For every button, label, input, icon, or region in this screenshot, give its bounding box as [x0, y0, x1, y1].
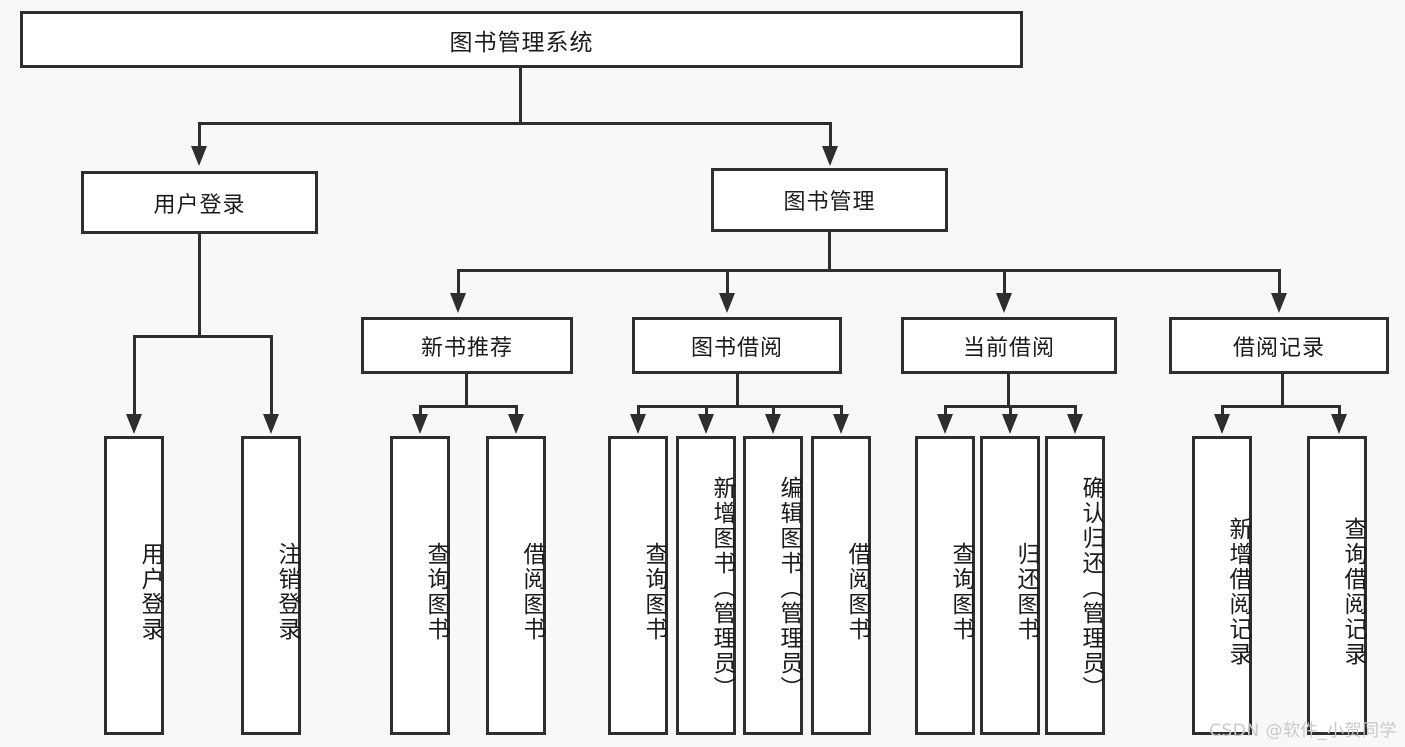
- node-label: 图书管理系统: [449, 29, 594, 56]
- node-label: 新增图书（管理员）: [709, 476, 735, 701]
- edge-book-borrow-to-leaf-3: [772, 405, 775, 416]
- arrowhead-book-borrow-leaf-3: [765, 414, 781, 434]
- edge-book-borrow-to-leaf-1: [637, 405, 640, 416]
- edge-borrow-record-bus: [1221, 405, 1341, 408]
- edge-to-borrow-record: [1278, 269, 1281, 295]
- edge-user-login-to-leaf-2: [270, 335, 273, 416]
- node-label: 借阅记录: [1232, 335, 1325, 361]
- edge-user-login-to-leaf-1: [133, 335, 136, 416]
- leaf-add-borrow-record[interactable]: 新增借阅记录: [1192, 436, 1252, 735]
- edge-user-login-stem: [198, 234, 201, 335]
- edge-current-borrow-to-leaf-3: [1074, 405, 1077, 416]
- arrowhead-to-book-mgmt: [822, 146, 838, 166]
- edge-root-to-user-login: [198, 122, 201, 148]
- node-label: 注销登录: [274, 541, 300, 642]
- edge-current-borrow-to-leaf-1: [944, 405, 947, 416]
- arrowhead-borrow-record-leaf-2: [1331, 414, 1347, 434]
- leaf-query-borrow-record[interactable]: 查询借阅记录: [1307, 436, 1367, 735]
- node-label: 新书推荐: [420, 335, 513, 361]
- edge-root-bus: [198, 122, 832, 125]
- leaf-logout[interactable]: 注销登录: [241, 436, 301, 735]
- node-label: 借阅图书: [844, 541, 870, 642]
- node-book-management[interactable]: 图书管理: [711, 168, 948, 232]
- leaf-query-book-borrow[interactable]: 查询图书: [608, 436, 668, 735]
- edge-book-mgmt-bus: [457, 269, 1281, 272]
- arrowhead-new-book-leaf-1: [412, 414, 428, 434]
- edge-new-book-bus: [419, 405, 518, 408]
- arrowhead-current-borrow-leaf-3: [1067, 414, 1083, 434]
- arrowhead-to-book-borrow: [719, 293, 735, 313]
- leaf-query-book-current[interactable]: 查询图书: [915, 436, 975, 735]
- arrowhead-to-current-borrow: [996, 293, 1012, 313]
- edge-current-borrow-stem: [1007, 374, 1010, 406]
- leaf-borrow-book-newbook[interactable]: 借阅图书: [486, 436, 546, 735]
- node-label: 查询图书: [641, 541, 667, 642]
- edge-new-book-to-leaf-2: [515, 405, 518, 416]
- leaf-query-book-newbook[interactable]: 查询图书: [390, 436, 450, 735]
- leaf-edit-book-admin[interactable]: 编辑图书（管理员）: [743, 436, 803, 735]
- node-label: 新增借阅记录: [1225, 516, 1251, 667]
- node-label: 当前借阅: [962, 335, 1055, 361]
- node-label: 查询图书: [948, 541, 974, 642]
- node-root-library-system[interactable]: 图书管理系统: [20, 11, 1023, 68]
- edge-book-borrow-bus: [637, 405, 843, 408]
- edge-book-mgmt-stem: [828, 232, 831, 272]
- edge-root-to-book-mgmt: [829, 122, 832, 148]
- watermark-text: CSDN @软件_小贺同学: [1209, 721, 1397, 741]
- edge-book-borrow-stem: [736, 374, 739, 406]
- edge-user-login-bus: [133, 335, 273, 338]
- edge-to-current-borrow: [1003, 269, 1006, 295]
- node-current-borrow[interactable]: 当前借阅: [901, 317, 1117, 374]
- leaf-user-login[interactable]: 用户登录: [104, 436, 164, 735]
- node-label: 图书管理: [783, 190, 876, 215]
- arrowhead-book-borrow-leaf-4: [833, 414, 849, 434]
- arrowhead-current-borrow-leaf-1: [937, 414, 953, 434]
- edge-to-new-book: [457, 269, 460, 295]
- arrowhead-user-login-leaf-2: [263, 414, 279, 434]
- node-label: 用户登录: [153, 192, 246, 218]
- arrowhead-book-borrow-leaf-2: [698, 414, 714, 434]
- node-label: 查询图书: [423, 541, 449, 642]
- node-borrow-record[interactable]: 借阅记录: [1169, 317, 1389, 374]
- arrowhead-new-book-leaf-2: [508, 414, 524, 434]
- node-label: 用户登录: [137, 541, 163, 642]
- edge-borrow-record-stem: [1281, 374, 1284, 406]
- edge-book-borrow-to-leaf-2: [705, 405, 708, 416]
- arrowhead-user-login-leaf-1: [126, 414, 142, 434]
- edge-to-book-borrow: [726, 269, 729, 295]
- edge-borrow-record-to-leaf-2: [1338, 405, 1341, 416]
- node-label: 归还图书: [1013, 541, 1039, 642]
- arrowhead-to-user-login: [191, 146, 207, 166]
- edge-current-borrow-to-leaf-2: [1009, 405, 1012, 416]
- leaf-confirm-return-admin[interactable]: 确认归还（管理员）: [1045, 436, 1105, 735]
- edge-new-book-stem: [465, 374, 468, 406]
- edge-root-stem: [519, 68, 522, 122]
- leaf-add-book-admin[interactable]: 新增图书（管理员）: [676, 436, 736, 735]
- node-new-book-recommend[interactable]: 新书推荐: [361, 317, 573, 374]
- node-label: 查询借阅记录: [1340, 516, 1366, 667]
- edge-book-borrow-to-leaf-4: [840, 405, 843, 416]
- node-user-login[interactable]: 用户登录: [81, 171, 318, 234]
- arrowhead-book-borrow-leaf-1: [630, 414, 646, 434]
- leaf-borrow-book[interactable]: 借阅图书: [811, 436, 871, 735]
- node-label: 图书借阅: [690, 335, 783, 361]
- arrowhead-borrow-record-leaf-1: [1214, 414, 1230, 434]
- arrowhead-current-borrow-leaf-2: [1002, 414, 1018, 434]
- arrowhead-to-new-book: [450, 293, 466, 313]
- edge-borrow-record-to-leaf-1: [1221, 405, 1224, 416]
- node-label: 借阅图书: [519, 541, 545, 642]
- node-label: 确认归还（管理员）: [1078, 476, 1104, 701]
- arrowhead-to-borrow-record: [1271, 293, 1287, 313]
- node-label: 编辑图书（管理员）: [776, 476, 802, 701]
- node-book-borrow[interactable]: 图书借阅: [632, 317, 842, 374]
- leaf-return-book[interactable]: 归还图书: [980, 436, 1040, 735]
- edge-new-book-to-leaf-1: [419, 405, 422, 416]
